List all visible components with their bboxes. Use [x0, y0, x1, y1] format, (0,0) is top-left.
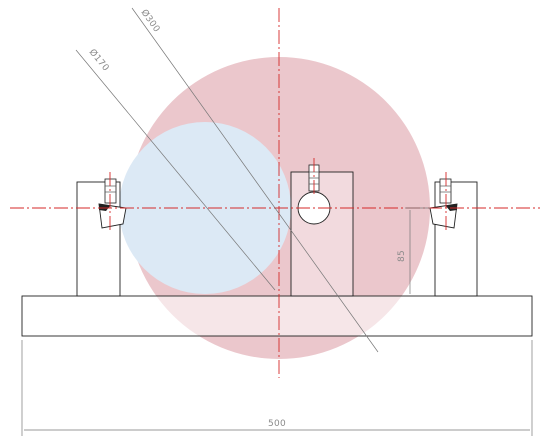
center-support-block — [290, 171, 354, 297]
width-dimension — [21, 340, 533, 436]
large-diameter-dimension — [131, 7, 379, 353]
left-jaw — [98, 178, 127, 229]
base-plate — [21, 295, 533, 337]
width-label: 500 — [268, 419, 286, 429]
large-diameter-label: Ø300 — [139, 7, 163, 34]
small-diameter-label: Ø170 — [87, 47, 112, 74]
height-label: 85 — [397, 250, 407, 262]
small-diameter-dimension — [75, 49, 276, 291]
right-jaw — [429, 178, 458, 229]
height-dimension — [405, 207, 430, 294]
